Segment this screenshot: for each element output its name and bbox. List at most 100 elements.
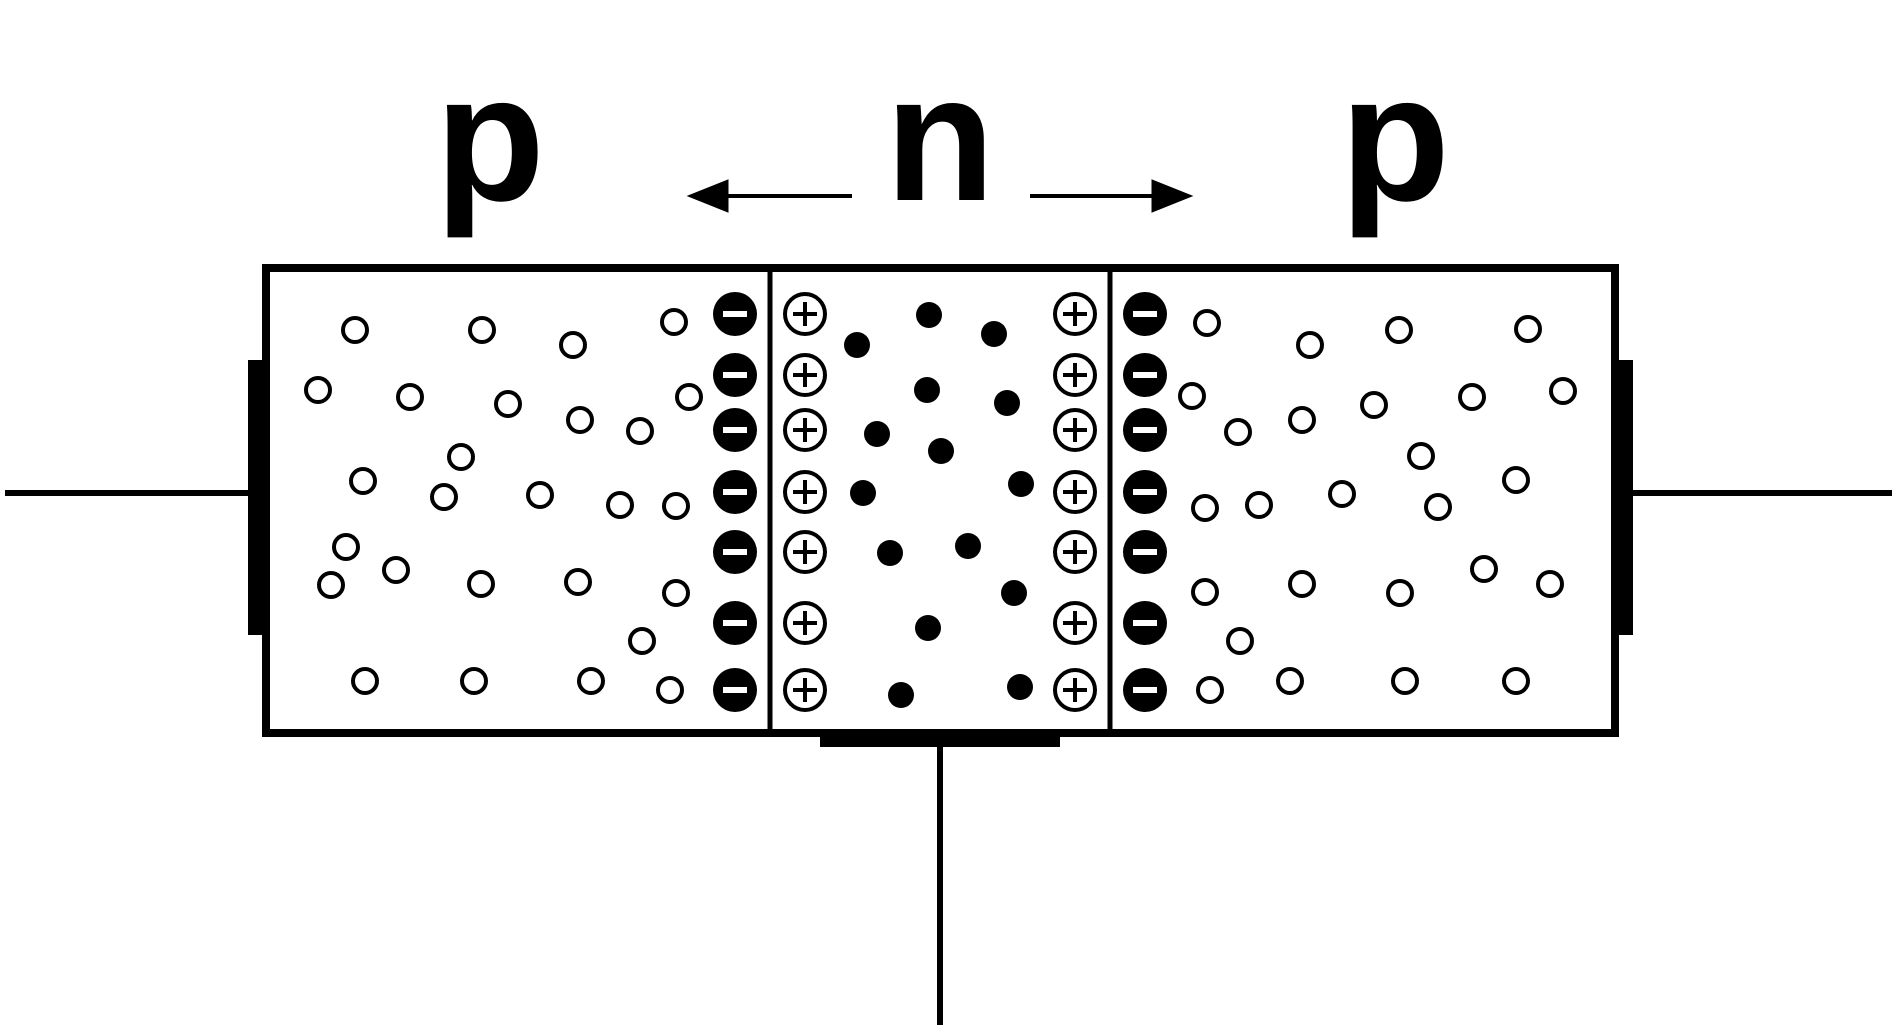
electron-marker (1007, 674, 1033, 700)
hole-marker (564, 568, 592, 596)
hole-marker (1470, 555, 1498, 583)
label-left-p: p (435, 38, 545, 239)
negative-ion-marker (713, 353, 757, 397)
positive-ion-marker (783, 470, 827, 514)
hole-marker (628, 627, 656, 655)
negative-ion-marker (713, 668, 757, 712)
positive-ion-marker (1053, 668, 1097, 712)
electron-marker (981, 321, 1007, 347)
hole-marker (675, 383, 703, 411)
negative-ion-marker (1123, 668, 1167, 712)
negative-ion-marker (1123, 601, 1167, 645)
hole-marker (1386, 579, 1414, 607)
negative-ion-marker (713, 292, 757, 336)
hole-marker (626, 417, 654, 445)
hole-marker (577, 667, 605, 695)
hole-marker (1514, 315, 1542, 343)
negative-ion-marker (1123, 292, 1167, 336)
electron-marker (844, 332, 870, 358)
positive-ion-marker (1053, 292, 1097, 336)
negative-ion-marker (1123, 353, 1167, 397)
hole-marker (1360, 391, 1388, 419)
hole-marker (1458, 383, 1486, 411)
arrow-right (1030, 179, 1194, 213)
electron-marker (914, 377, 940, 403)
hole-marker (1193, 309, 1221, 337)
hole-marker (1385, 316, 1413, 344)
negative-ion-marker (1123, 530, 1167, 574)
hole-marker (317, 571, 345, 599)
label-right-p: p (1340, 38, 1450, 239)
hole-marker (447, 443, 475, 471)
electron-marker (877, 540, 903, 566)
hole-marker (332, 533, 360, 561)
positive-ion-marker (783, 530, 827, 574)
particle-layer (304, 292, 1577, 712)
positive-ion-marker (783, 292, 827, 336)
hole-marker (351, 667, 379, 695)
negative-ion-marker (713, 601, 757, 645)
hole-marker (341, 316, 369, 344)
positive-ion-marker (1053, 353, 1097, 397)
positive-ion-marker (783, 353, 827, 397)
hole-marker (304, 376, 332, 404)
electron-marker (916, 302, 942, 328)
hole-marker (396, 383, 424, 411)
electron-marker (928, 438, 954, 464)
electron-marker (864, 421, 890, 447)
hole-marker (1226, 627, 1254, 655)
electron-marker (1008, 471, 1034, 497)
base-contact (820, 733, 1060, 747)
hole-marker (1549, 377, 1577, 405)
hole-marker (1536, 570, 1564, 598)
hole-marker (566, 406, 594, 434)
hole-marker (1288, 406, 1316, 434)
negative-ion-marker (713, 408, 757, 452)
negative-ion-marker (713, 530, 757, 574)
positive-ion-marker (783, 601, 827, 645)
electron-marker (850, 480, 876, 506)
hole-marker (468, 316, 496, 344)
transistor-body (262, 264, 1619, 737)
hole-marker (1296, 331, 1324, 359)
positive-ion-marker (783, 408, 827, 452)
electron-marker (915, 615, 941, 641)
positive-ion-marker (1053, 601, 1097, 645)
hole-marker (467, 570, 495, 598)
hole-marker (662, 579, 690, 607)
emitter-contact (248, 360, 262, 635)
hole-marker (1178, 382, 1206, 410)
hole-marker (559, 331, 587, 359)
negative-ion-marker (713, 470, 757, 514)
hole-marker (1196, 676, 1224, 704)
hole-marker (606, 491, 634, 519)
hole-marker (1191, 494, 1219, 522)
hole-marker (494, 390, 522, 418)
negative-ion-marker (1123, 470, 1167, 514)
arrow-left (686, 179, 852, 213)
hole-marker (1407, 442, 1435, 470)
negative-ion-marker (1123, 408, 1167, 452)
hole-marker (1191, 578, 1219, 606)
hole-marker (1391, 667, 1419, 695)
hole-marker (1288, 570, 1316, 598)
electron-marker (994, 390, 1020, 416)
hole-marker (526, 481, 554, 509)
hole-marker (382, 556, 410, 584)
electron-marker (888, 682, 914, 708)
hole-marker (1328, 480, 1356, 508)
hole-marker (660, 308, 688, 336)
hole-marker (656, 676, 684, 704)
hole-marker (430, 483, 458, 511)
hole-marker (1276, 667, 1304, 695)
hole-marker (662, 492, 690, 520)
electron-marker (1001, 580, 1027, 606)
hole-marker (1424, 493, 1452, 521)
positive-ion-marker (1053, 408, 1097, 452)
hole-marker (460, 667, 488, 695)
hole-marker (1502, 667, 1530, 695)
hole-marker (349, 467, 377, 495)
positive-ion-marker (1053, 470, 1097, 514)
hole-marker (1502, 466, 1530, 494)
